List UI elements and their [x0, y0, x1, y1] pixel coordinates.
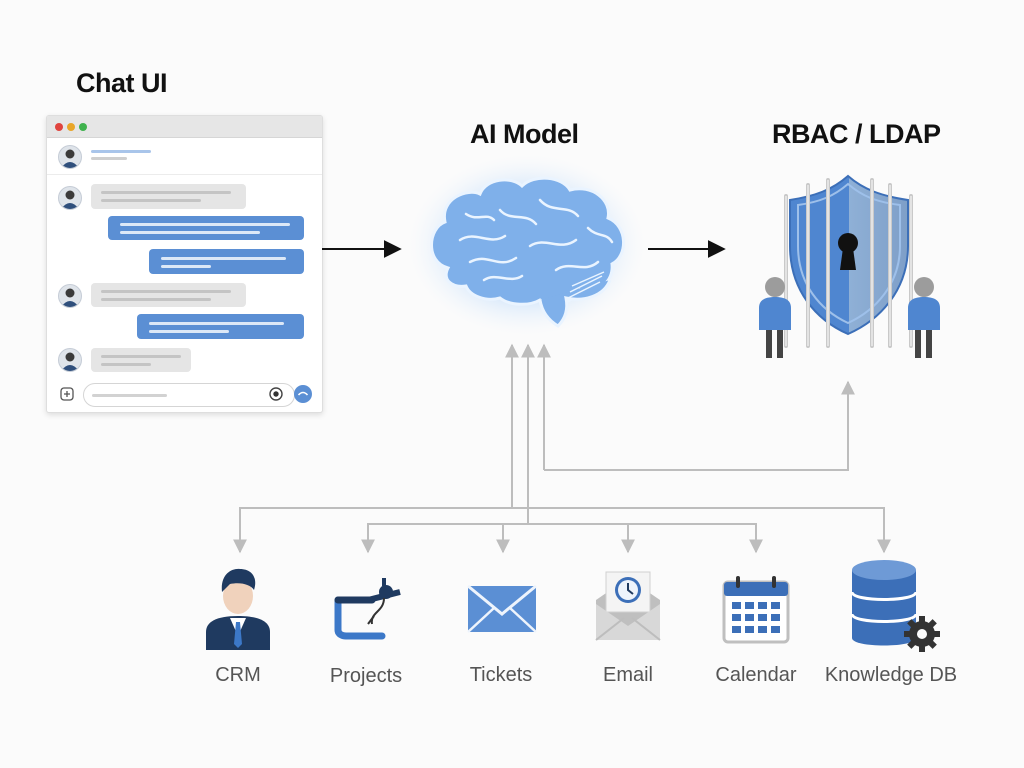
shield-lock-icon [784, 174, 913, 348]
ai-model-title: AI Model [470, 119, 579, 149]
message-composer [47, 378, 322, 412]
incoming-message [91, 184, 246, 209]
incoming-message [91, 283, 246, 307]
chat-header [47, 138, 322, 175]
avatar [58, 348, 82, 372]
outgoing-message [149, 249, 304, 274]
chat-ui-title: Chat UI [76, 68, 168, 98]
chat-window [46, 115, 323, 413]
incoming-message [91, 348, 191, 372]
source-label-tickets: Tickets [469, 664, 533, 686]
avatar [58, 284, 82, 308]
businessman-icon [206, 568, 270, 650]
send-button[interactable] [294, 385, 312, 403]
camera-icon[interactable] [269, 387, 283, 401]
email-clock-icon [595, 571, 661, 641]
source-label-knowledge-db: Knowledge DB [824, 664, 958, 686]
attach-icon[interactable] [60, 387, 74, 401]
database-gear-icon [850, 560, 940, 652]
source-label-email: Email [602, 664, 654, 686]
minimize-dot-icon[interactable] [67, 123, 75, 131]
source-label-projects: Projects [329, 665, 403, 687]
data-source-connectors [233, 343, 891, 554]
outgoing-message [137, 314, 304, 339]
maximize-dot-icon[interactable] [79, 123, 87, 131]
header-status-placeholder [91, 157, 127, 160]
rbac-title: RBAC / LDAP [772, 119, 941, 149]
avatar [58, 145, 82, 169]
source-label-crm: CRM [215, 664, 261, 686]
message-input[interactable] [83, 383, 295, 407]
brain-icon [409, 155, 645, 335]
calendar-icon [722, 576, 790, 644]
person-left-icon [759, 277, 791, 358]
avatar [58, 186, 82, 210]
person-right-icon [908, 277, 940, 358]
project-board-icon [334, 578, 401, 640]
envelope-icon [467, 584, 537, 633]
window-titlebar [47, 116, 322, 138]
header-name-placeholder [91, 150, 151, 153]
close-dot-icon[interactable] [55, 123, 63, 131]
source-label-calendar: Calendar [715, 664, 797, 686]
outgoing-message [108, 216, 304, 240]
